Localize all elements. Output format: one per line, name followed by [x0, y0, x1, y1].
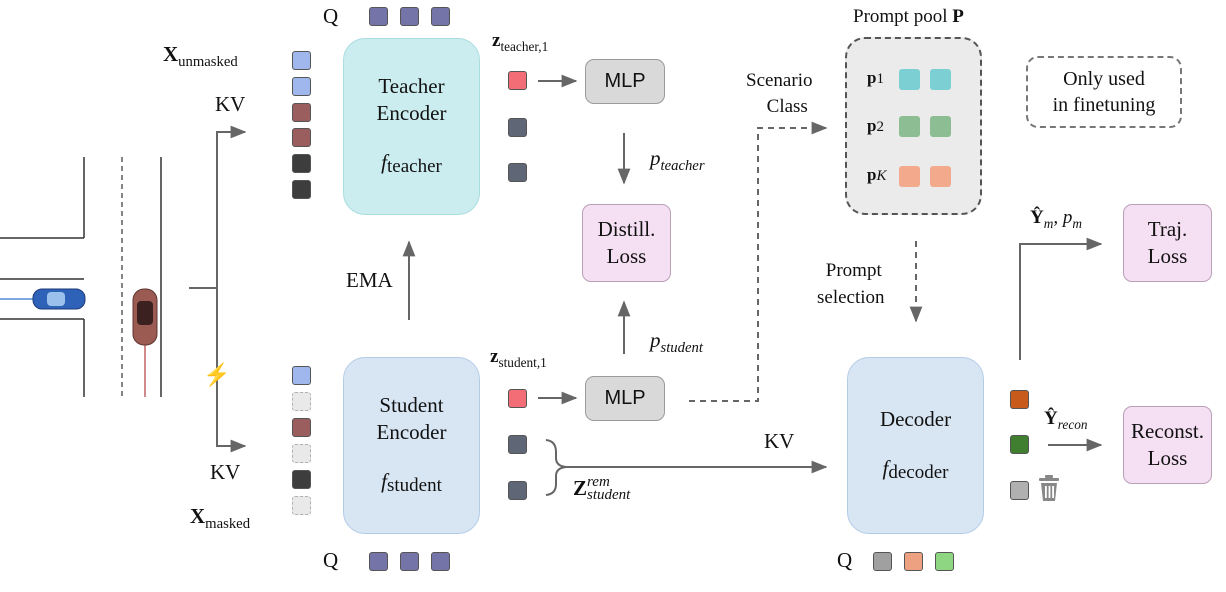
input-token [292, 103, 311, 122]
reconst-loss: Reconst.Loss [1123, 406, 1212, 484]
f-student: fstudent [381, 469, 442, 496]
scenario-class-arrow [689, 121, 828, 402]
student-output-token [508, 435, 527, 454]
kv-bottom-arrow [216, 288, 247, 453]
f-teacher: fteacher [381, 150, 442, 177]
student-encoder-label-2: Encoder [376, 420, 447, 444]
lightning-icon: ⚡ [203, 362, 231, 387]
query-token [431, 552, 450, 571]
teacher-output-token [508, 163, 527, 182]
decoder-query-token [873, 552, 892, 571]
kv-decoder-label: KV [764, 429, 795, 453]
teacher-encoder-label-2: Encoder [376, 101, 447, 125]
input-token [292, 366, 311, 385]
p-student-label: pstudent [650, 328, 703, 357]
decoder-query-token [904, 552, 923, 571]
decoder-label: Decoder [879, 406, 952, 431]
mlp-student: MLP [585, 376, 665, 421]
z-student-token [508, 389, 527, 408]
query-token [431, 7, 450, 26]
query-token [369, 7, 388, 26]
input-token [292, 154, 311, 173]
traj-output-label: Ŷm, pm [1030, 207, 1082, 231]
z-rem-brace [545, 439, 567, 496]
mlp-teacher: MLP [585, 59, 665, 104]
f-decoder: fdecoder [882, 455, 949, 483]
p-teacher-label: pteacher [650, 146, 705, 175]
kv-top-label: KV [215, 92, 246, 116]
decoder-output-token [1010, 390, 1029, 409]
input-token [292, 128, 311, 147]
query-token [369, 552, 388, 571]
distill-loss: Distill.Loss [582, 204, 671, 282]
z-teacher-label: zteacher,1 [492, 30, 549, 54]
prompt-1-token-b [930, 69, 951, 90]
trash-icon [1039, 475, 1059, 501]
q-top-label: Q [323, 4, 339, 28]
prompt-k-token-a [899, 166, 920, 187]
blue-car-icon [32, 288, 86, 310]
q-decoder-label: Q [837, 548, 853, 572]
student-encoder: Student Encoder fstudent [343, 357, 480, 534]
masked-token [292, 496, 311, 515]
masked-token [292, 444, 311, 463]
teacher-output-token [508, 118, 527, 137]
z-teacher-token [508, 71, 527, 90]
x-unmasked-label: Xunmasked [163, 42, 238, 71]
traj-output-arrow [1019, 237, 1103, 360]
masked-token [292, 392, 311, 411]
query-token [400, 7, 419, 26]
kv-top-arrow [189, 125, 247, 289]
prompt-p1-label: p1 [867, 68, 884, 87]
prompt-pool-title: Prompt pool P [853, 6, 964, 27]
kv-bottom-label: KV [210, 460, 241, 484]
teacher-encoder: Teacher Encoder fteacher [343, 38, 480, 215]
q-bottom-label: Q [323, 548, 339, 572]
z-student-label: zstudent,1 [490, 346, 547, 370]
input-token [292, 418, 311, 437]
decoder-output-token [1010, 435, 1029, 454]
input-token [292, 180, 311, 199]
decoder-query-token [935, 552, 954, 571]
input-token [292, 77, 311, 96]
prompt-k-token-b [930, 166, 951, 187]
ema-label: EMA [346, 268, 393, 292]
input-token [292, 51, 311, 70]
recon-output-label: Ŷrecon [1044, 408, 1088, 432]
decoder-output-token [1010, 481, 1029, 500]
decoder: Decoder fdecoder [847, 357, 984, 534]
query-token [400, 552, 419, 571]
x-masked-label: Xmasked [190, 504, 251, 533]
student-encoder-label-1: Student [379, 393, 444, 417]
prompt-pk-label: pK [867, 165, 887, 184]
road-scene [0, 157, 162, 397]
red-car-icon [132, 288, 158, 346]
prompt-1-token-a [899, 69, 920, 90]
student-output-token [508, 481, 527, 500]
teacher-encoder-label-1: Teacher [378, 74, 445, 98]
traj-loss: Traj.Loss [1123, 204, 1212, 282]
prompt-p2-label: p2 [867, 116, 884, 135]
prompt-2-token-b [930, 116, 951, 137]
input-token [292, 470, 311, 489]
prompt-2-token-a [899, 116, 920, 137]
